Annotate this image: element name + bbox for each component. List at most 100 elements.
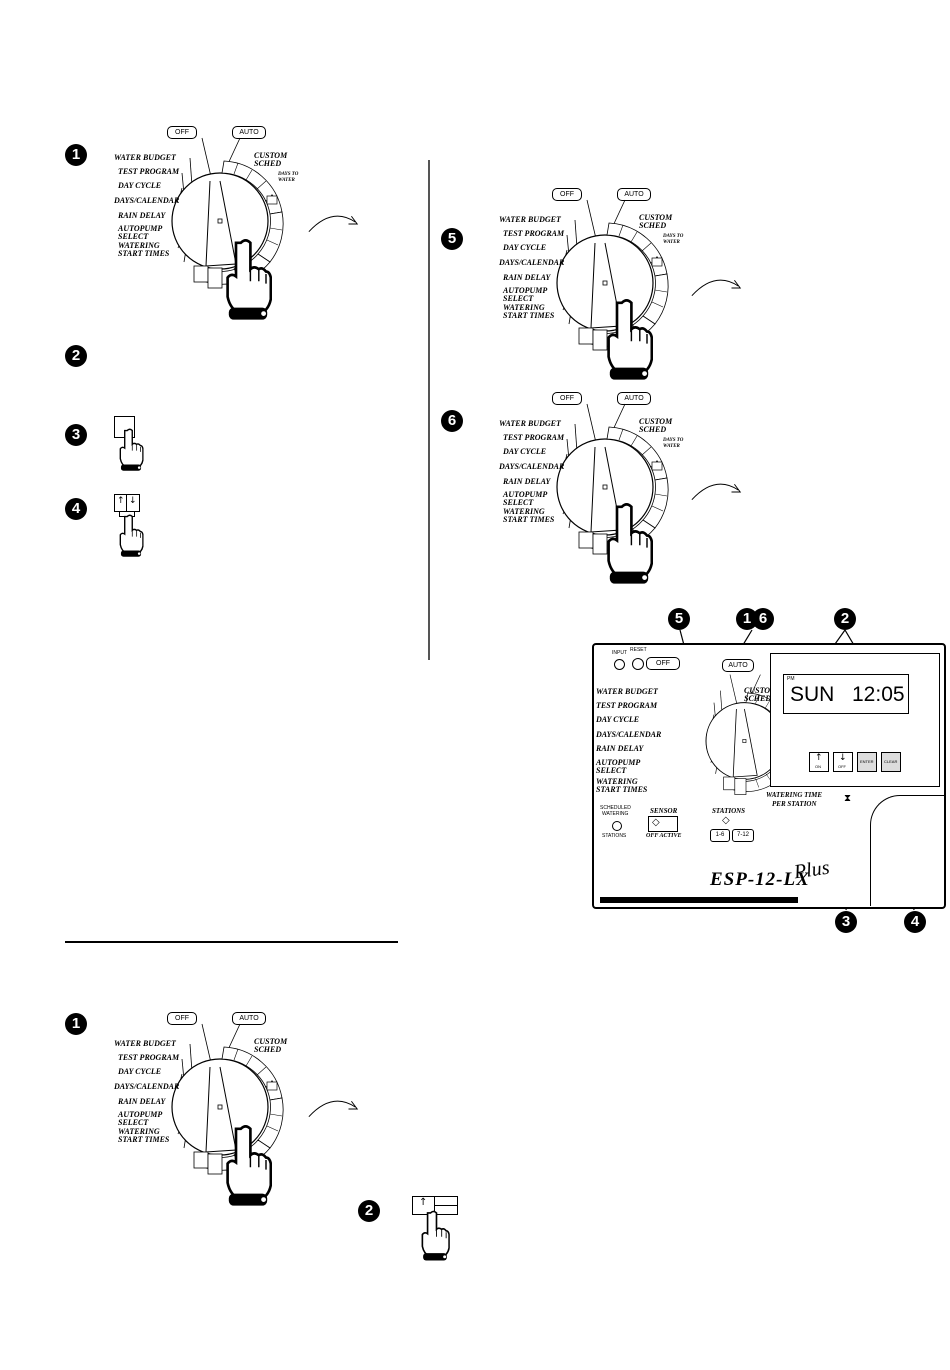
water-budget-label: WATER BUDGET [499, 419, 561, 428]
auto-label: AUTO [232, 1012, 266, 1025]
sensor-label: SENSOR [650, 807, 678, 815]
input-led [614, 659, 625, 670]
sensor-diamond-icon: ◇ [652, 817, 660, 828]
bottom-step-1-marker: 1 [65, 1013, 87, 1035]
station-range-1-6[interactable]: 1-6 [710, 829, 730, 842]
rotate-arrow-icon [305, 1093, 363, 1123]
day-cycle-label: DAY CYCLE [503, 243, 547, 252]
days-calendar-label: DAYS/CALENDAR [499, 258, 565, 267]
water-budget-label: WATER BUDGET [596, 687, 658, 696]
watering-start-label: WATERING START TIMES [503, 303, 555, 320]
callout-5: 5 [668, 608, 690, 630]
on-button[interactable]: ↑ ON [809, 752, 829, 772]
clear-button[interactable]: CLEAR [881, 752, 901, 772]
test-program-label: TEST PROGRAM [503, 229, 565, 238]
per-station-label: PER STATION [772, 800, 817, 808]
down-arrow-icon: ↓ [129, 496, 137, 506]
model-bar [600, 897, 798, 903]
off-label: OFF [646, 657, 680, 670]
bottom-step-2-marker: 2 [358, 1200, 380, 1222]
step-6-marker: 6 [441, 410, 463, 432]
watering-start-label: WATERING START TIMES [118, 241, 170, 258]
callout-3: 3 [835, 911, 857, 933]
column-divider [428, 160, 430, 660]
off-label: OFF [167, 1012, 197, 1025]
model-suffix: Plus [792, 856, 831, 884]
autopump-label: AUTOPUMP SELECT [503, 286, 547, 303]
autopump-label: AUTOPUMP SELECT [596, 758, 640, 775]
autopump-label: AUTOPUMP SELECT [118, 1110, 162, 1127]
watering-start-label: WATERING START TIMES [118, 1127, 170, 1144]
lcd-time: 12:05 [852, 683, 905, 706]
off-label: OFF [552, 188, 582, 201]
test-program-label: TEST PROGRAM [118, 167, 180, 176]
callout-6: 6 [752, 608, 774, 630]
sensor-switch[interactable] [648, 816, 678, 832]
water-budget-label: WATER BUDGET [114, 1039, 176, 1048]
auto-label: AUTO [722, 659, 754, 672]
autopump-label: AUTOPUMP SELECT [118, 224, 162, 241]
water-budget-label: WATER BUDGET [499, 215, 561, 224]
pointing-hand-icon [224, 1124, 272, 1208]
day-cycle-label: DAY CYCLE [596, 715, 640, 724]
custom-sched-label: CUSTOM SCHED [639, 417, 673, 434]
watering-label: WATERING [602, 811, 629, 817]
dial-diagram-step6: OFF AUTO WATER BUDGET TEST PROGRAM DAY C… [497, 392, 697, 582]
days-to-water-label: DAYS TO WATER [663, 234, 684, 245]
day-cycle-label: DAY CYCLE [118, 181, 162, 190]
autopump-label: AUTOPUMP SELECT [503, 490, 547, 507]
watering-start-label: WATERING START TIMES [503, 507, 555, 524]
dial-diagram-step1: OFF AUTO WATER BUDGET TEST PROGRAM DAY C… [112, 126, 312, 316]
reset-button[interactable] [632, 658, 644, 670]
custom-sched-label: CUSTOM SCHED [254, 1037, 288, 1054]
rain-delay-label: RAIN DELAY [118, 1097, 166, 1106]
auto-label: AUTO [617, 188, 651, 201]
lcd-display: PM SUN 12:05 ↑ ON ↓ OFF ENTER CLEAR [770, 653, 940, 787]
watering-time-label: WATERING TIME [766, 791, 823, 799]
lcd-screen: PM SUN 12:05 [783, 674, 909, 714]
custom-sched-label: CUSTOM SCHED [254, 151, 288, 168]
step-2-marker: 2 [65, 345, 87, 367]
controller-panel: INPUT RESET OFF AUTO WATER BUDGET TEST P… [592, 643, 946, 909]
test-program-label: TEST PROGRAM [503, 433, 565, 442]
dial-diagram-bottom: OFF AUTO WATER BUDGET TEST PROGRAM DAY C… [112, 1012, 312, 1202]
rain-delay-label: RAIN DELAY [503, 273, 551, 282]
off-button[interactable]: ↓ OFF [833, 752, 853, 772]
off-label: OFF [167, 126, 197, 139]
up-arrow-icon: ↑ [419, 1197, 428, 1208]
up-arrow-icon: ↑ [117, 496, 125, 506]
model-name: ESP-12-LX [710, 869, 810, 890]
off-label: OFF [552, 392, 582, 405]
lcd-pm-indicator: PM [787, 676, 795, 682]
day-cycle-label: DAY CYCLE [503, 447, 547, 456]
rain-delay-label: RAIN DELAY [118, 211, 166, 220]
water-budget-label: WATER BUDGET [114, 153, 176, 162]
dial-diagram-step5: OFF AUTO WATER BUDGET TEST PROGRAM DAY C… [497, 188, 697, 378]
custom-sched-label: CUSTOM SCHED [744, 686, 778, 703]
enter-button[interactable]: ENTER [857, 752, 877, 772]
rain-delay-label: RAIN DELAY [503, 477, 551, 486]
days-calendar-label: DAYS/CALENDAR [114, 1082, 180, 1091]
up-arrow-icon: ↑ [815, 753, 823, 763]
test-program-label: TEST PROGRAM [596, 701, 658, 710]
scheduled-led [612, 821, 622, 831]
two-finger-hand-icon [418, 1210, 452, 1262]
hourglass-icon: ⧗ [844, 793, 852, 804]
custom-sched-label: CUSTOM SCHED [639, 213, 673, 230]
test-program-label: TEST PROGRAM [118, 1053, 180, 1062]
days-calendar-label: DAYS/CALENDAR [499, 462, 565, 471]
day-cycle-label: DAY CYCLE [118, 1067, 162, 1076]
step-4-marker: 4 [65, 498, 87, 520]
down-arrow-icon: ↓ [839, 753, 847, 763]
rain-delay-label: RAIN DELAY [596, 744, 644, 753]
days-to-water-label: DAYS TO WATER [663, 438, 684, 449]
stations-diamond-icon: ◇ [722, 815, 730, 826]
stations-small-label: STATIONS [602, 833, 627, 839]
step-1-marker: 1 [65, 144, 87, 166]
station-range-7-12[interactable]: 7-12 [732, 829, 754, 842]
callout-4: 4 [904, 911, 926, 933]
step-5-marker: 5 [441, 228, 463, 250]
input-label: INPUT [612, 650, 627, 656]
off-active-label: OFF ACTIVE [646, 833, 682, 839]
days-calendar-label: DAYS/CALENDAR [596, 730, 662, 739]
